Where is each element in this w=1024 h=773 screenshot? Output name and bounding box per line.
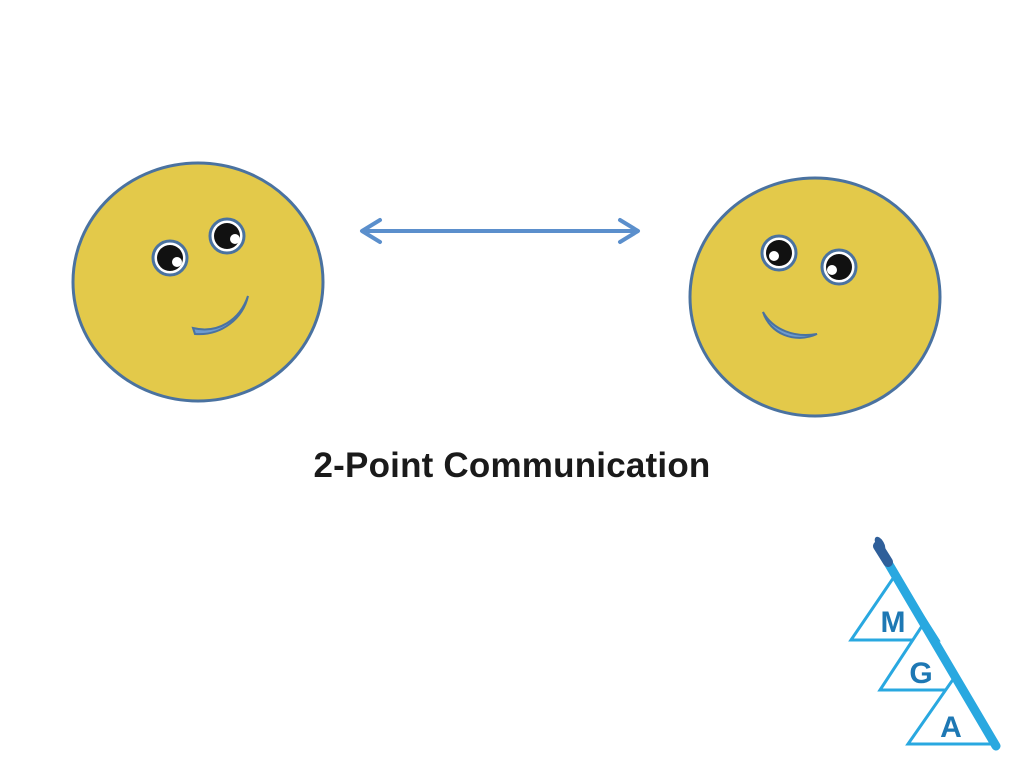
- double-headed-arrow: [360, 218, 640, 244]
- logo-letter-m: M: [881, 606, 906, 639]
- left-smiley-face: [71, 161, 325, 403]
- right-smile: [762, 311, 818, 339]
- right-eye-1: [760, 234, 798, 272]
- arrow-head-left: [360, 218, 382, 244]
- left-eye-2: [208, 217, 246, 255]
- right-eye-2: [820, 248, 858, 286]
- right-smiley-face: [688, 176, 942, 418]
- left-face-circle: [71, 161, 325, 403]
- logo-letter-g: G: [909, 657, 932, 690]
- mga-logo: M G A: [848, 536, 1001, 751]
- logo-letter-a: A: [940, 711, 962, 744]
- left-eye-1: [151, 239, 189, 277]
- arrow-head-right: [618, 218, 640, 244]
- left-smile: [191, 295, 249, 336]
- paintbrush-icon: [873, 536, 1001, 751]
- right-face-circle: [688, 176, 942, 418]
- diagram-caption: 2-Point Communication: [313, 446, 711, 485]
